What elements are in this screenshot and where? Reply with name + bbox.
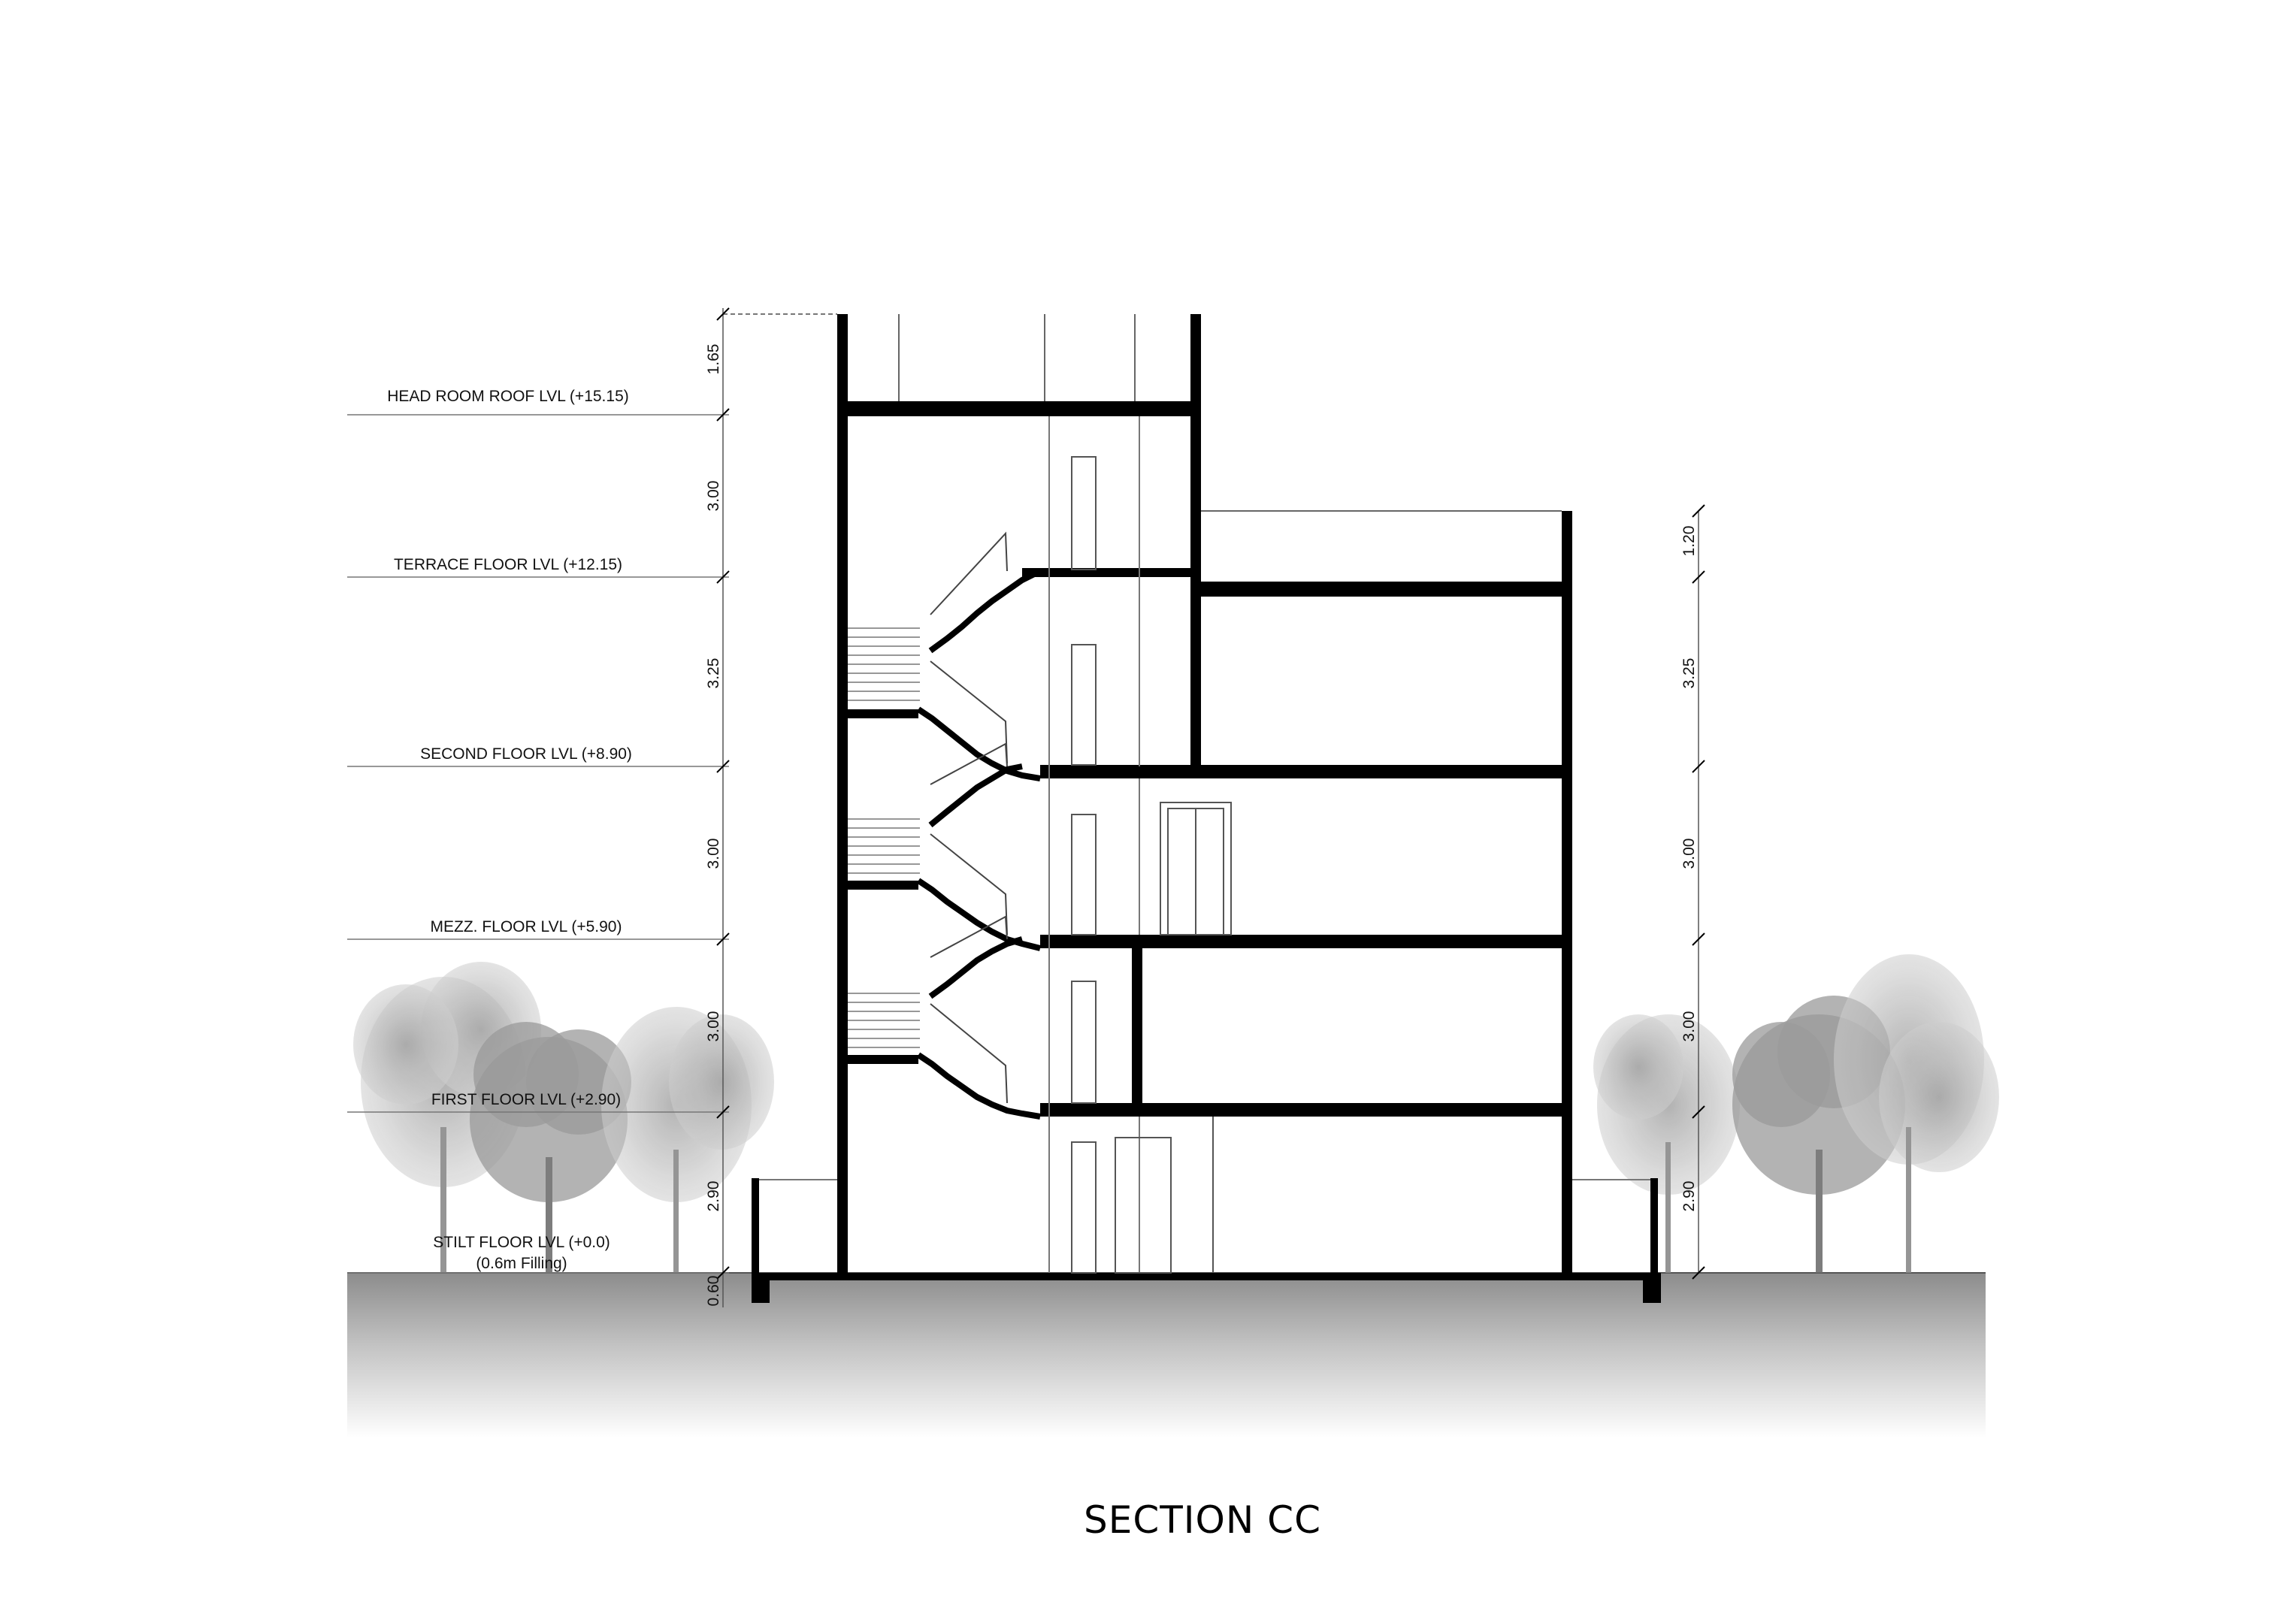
dimension-value: 3.25	[1680, 658, 1698, 689]
slab-second-floor	[1040, 765, 1562, 778]
dimension-value: 3.00	[705, 839, 722, 869]
level-label: TERRACE FLOOR LVL (+12.15)	[394, 556, 622, 573]
double-door	[1160, 802, 1232, 935]
trees-left	[353, 962, 774, 1273]
dimension-value: 2.90	[1680, 1181, 1698, 1212]
slab-mezz-floor	[1040, 935, 1562, 948]
wall-right	[1562, 511, 1572, 1273]
tree-icon	[1834, 954, 1999, 1273]
partition-wall	[1132, 948, 1142, 1103]
stair-railing	[930, 531, 1008, 1104]
dimension-value: 0.60	[705, 1276, 722, 1307]
dimension-value: 3.00	[705, 1011, 722, 1042]
dimension-chain-right: 1.20 3.25 3.00 3.00 2.90	[1680, 504, 1705, 1280]
dimension-value: 3.00	[705, 481, 722, 512]
ground-fill	[347, 1273, 1986, 1438]
wall-left	[837, 314, 848, 1273]
dimension-value: 3.00	[1680, 1011, 1698, 1042]
dimension-value: 1.20	[1680, 526, 1698, 557]
level-labels: HEAD ROOM ROOF LVL (+15.15) TERRACE FLOO…	[387, 388, 632, 1272]
landing	[848, 881, 918, 890]
landing	[848, 709, 918, 718]
level-label: FIRST FLOOR LVL (+2.90)	[431, 1091, 621, 1108]
dimension-value: 3.00	[1680, 839, 1698, 869]
level-lines	[347, 414, 729, 1274]
tree-icon	[1593, 1014, 1740, 1273]
staircase	[916, 568, 1042, 1120]
landing	[848, 1055, 918, 1064]
dimension-value: 2.90	[705, 1181, 722, 1212]
level-note: (0.6m Filling)	[476, 1255, 567, 1272]
dimension-chain-left: 1.65 3.00 3.25 3.00 3.00 2.90 0.60	[705, 307, 730, 1307]
drawing-title: SECTION CC	[1084, 1498, 1321, 1542]
tree-icon	[601, 1007, 774, 1273]
level-label: SECOND FLOOR LVL (+8.90)	[420, 745, 632, 763]
slab-head-room-roof	[848, 401, 1190, 416]
stilt-door	[1115, 1117, 1214, 1274]
level-label: MEZZ. FLOOR LVL (+5.90)	[431, 918, 622, 935]
building-section	[723, 313, 1661, 1280]
dimension-value: 1.65	[705, 344, 722, 375]
slab-terrace-core	[1022, 568, 1190, 577]
trees-right	[1593, 954, 1999, 1273]
level-label: HEAD ROOM ROOF LVL (+15.15)	[387, 388, 629, 405]
level-label: STILT FLOOR LVL (+0.0)	[433, 1234, 610, 1251]
slab-first-floor	[1040, 1103, 1562, 1117]
wall-core-right	[1190, 314, 1201, 774]
stair-treads	[848, 627, 920, 1048]
plinth-slab	[752, 1273, 1661, 1280]
ground	[347, 1272, 1986, 1438]
dimension-value: 3.25	[705, 658, 722, 689]
slab-terrace	[1201, 582, 1562, 597]
door	[1071, 456, 1097, 1274]
